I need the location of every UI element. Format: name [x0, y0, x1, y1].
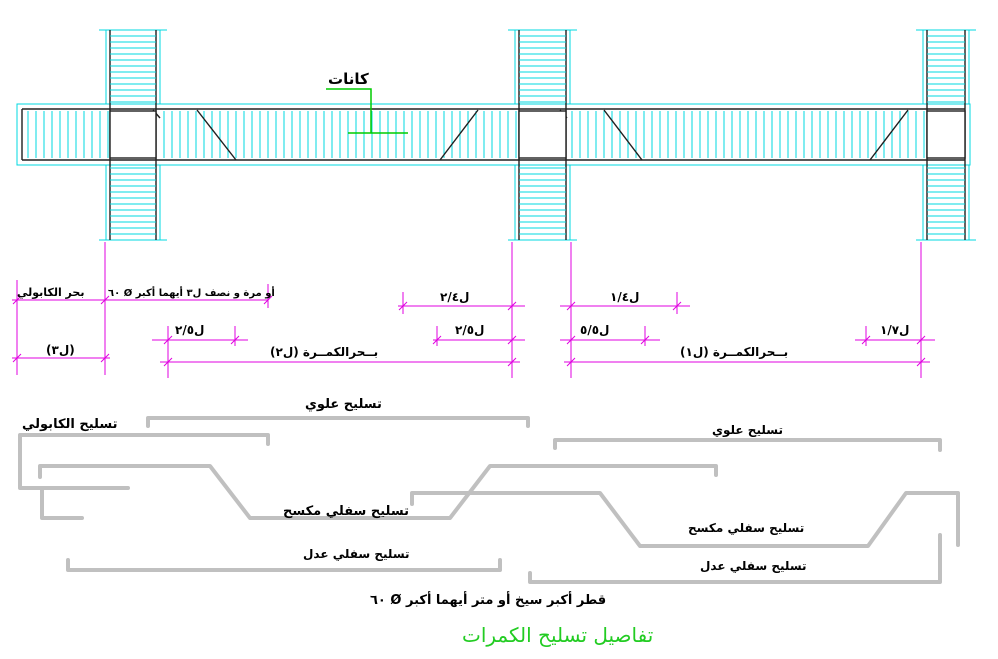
dim-tick	[916, 335, 926, 345]
bent-bar-diagonal	[439, 109, 479, 161]
top-rebar-right-label: تسليح علوي	[712, 423, 783, 438]
joint-box	[518, 110, 567, 159]
bent-bottom-right-label: تسليح سفلي مكسح	[688, 521, 804, 535]
straight-bottom-right-label: تسليح سفلي عدل	[700, 559, 807, 573]
bent-bottom-right-shape	[410, 491, 960, 548]
bent-bottom-mid-shape	[38, 464, 718, 520]
drawing-title: تفاصيل تسليح الكمرات	[462, 623, 653, 647]
stirrup-callout: كانات	[326, 70, 408, 134]
l2-quarter-label: ل٢/٤	[440, 290, 469, 304]
dim-tick	[566, 357, 576, 367]
cantilever-l3-label: (ل٣)	[46, 343, 75, 357]
dim-tick	[432, 335, 442, 345]
cantilever-rebar-label: تسليح الكابولي	[22, 417, 117, 432]
anchor-note-bottom-label: ٦٠ Ø قطر أكبر سيخ أو متر أيهما أكبر	[370, 591, 606, 608]
joint-box	[926, 110, 966, 159]
dim-tick	[916, 357, 926, 367]
dim-tick	[12, 295, 22, 305]
bent-bar-diagonal	[603, 109, 643, 161]
mid-left-hook	[40, 488, 84, 520]
dimension-lines	[12, 242, 935, 378]
dimension-labels: بحر الكابولي ٦٠ Ø أو مرة و نصف ل٣ أيهما …	[17, 286, 909, 359]
dim-tick	[263, 295, 273, 305]
l1-seventh-label: ل١/٧	[880, 323, 909, 337]
dim-tick	[163, 335, 173, 345]
dim-tick	[507, 301, 517, 311]
dim-tick	[672, 301, 682, 311]
l2-fifth-left-label: ل٢/٥	[175, 323, 204, 337]
beam-elevation	[16, 103, 971, 166]
span-1-label: بــحرالكمــرة (ل١)	[680, 345, 788, 359]
l1-quarter-label: ل١/٤	[610, 290, 639, 304]
dim-tick	[12, 353, 22, 363]
l2-fifth-right-label: ل٢/٥	[455, 323, 484, 337]
bent-bar-diagonal	[869, 109, 909, 161]
dim-tick	[100, 353, 110, 363]
cantilever-span-label: بحر الكابولي	[17, 286, 84, 299]
dim-tick	[398, 301, 408, 311]
dim-tick	[640, 335, 650, 345]
dim-tick	[566, 335, 576, 345]
dim-tick	[507, 357, 517, 367]
l1-fifth-label: ل٥/٥	[580, 323, 609, 337]
dim-tick	[100, 295, 110, 305]
cantilever-rebar-shape	[18, 433, 270, 490]
bar-schedule-labels: تسليح علوي تسليح الكابولي تسليح علوي تسل…	[22, 397, 807, 608]
stirrup-leader	[326, 88, 372, 133]
columns	[99, 29, 976, 241]
straight-bottom-right-shape	[528, 533, 942, 584]
top-rebar-mid-label: تسليح علوي	[305, 397, 382, 412]
top-rebar-mid-shape	[146, 416, 530, 428]
dim-tick	[507, 335, 517, 345]
bent-bar-diagonal	[196, 109, 237, 161]
joint-box	[109, 110, 157, 159]
straight-bottom-mid-shape	[66, 558, 502, 572]
dim-tick	[566, 301, 576, 311]
top-rebar-right-shape	[553, 438, 942, 452]
bar-schedule	[18, 416, 960, 584]
dim-tick	[861, 335, 871, 345]
dim-tick	[230, 335, 240, 345]
anchor-note-label: ٦٠ Ø أو مرة و نصف ل٣ أيهما أكبر	[108, 286, 275, 299]
stirrup-label: كانات	[328, 70, 369, 88]
beam-outline	[16, 103, 971, 166]
straight-bottom-mid-label: تسليح سفلي عدل	[303, 547, 410, 561]
span-2-label: بــحرالكمــرة (ل٢)	[270, 345, 378, 359]
beam-stirrups	[27, 111, 965, 158]
bent-bottom-mid-label: تسليح سفلي مكسح	[283, 504, 409, 519]
dim-tick	[163, 357, 173, 367]
